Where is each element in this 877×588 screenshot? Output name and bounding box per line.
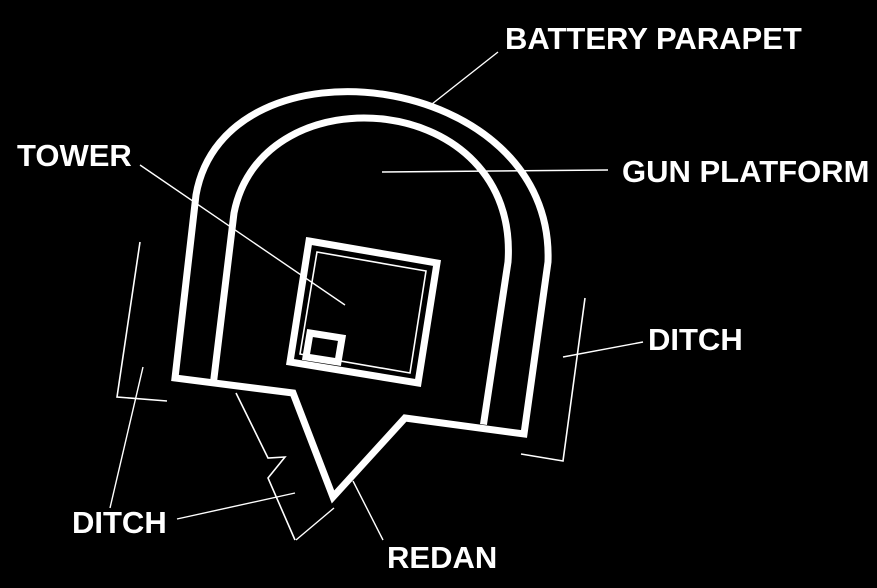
- leader-ditch-left-upper: [109, 366, 144, 509]
- label-battery-parapet: BATTERY PARAPET: [505, 21, 802, 56]
- leader-ditch-right: [562, 341, 644, 358]
- label-redan: REDAN: [387, 540, 497, 575]
- leader-tower: [139, 164, 346, 306]
- tower-outer-square: [286, 236, 441, 388]
- label-ditch-left: DITCH: [72, 505, 167, 540]
- leader-gun-platform: [381, 169, 609, 173]
- leader-battery-parapet: [431, 51, 499, 105]
- leader-ditch-left-lower: [176, 492, 296, 520]
- label-tower: TOWER: [17, 138, 132, 173]
- battery-parapet-outline: [171, 88, 552, 504]
- gun-platform-outline: [210, 114, 512, 425]
- tower-inner-square: [299, 251, 427, 374]
- leader-redan-left: [295, 507, 335, 541]
- label-ditch-right: DITCH: [648, 322, 743, 357]
- label-gun-platform: GUN PLATFORM: [622, 154, 869, 189]
- ditch-left-outline: [116, 241, 168, 402]
- tower-entrance: [301, 329, 347, 366]
- ditch-redan-outline: [235, 392, 296, 541]
- leader-redan-right: [352, 480, 384, 541]
- ditch-right-outline: [520, 297, 586, 462]
